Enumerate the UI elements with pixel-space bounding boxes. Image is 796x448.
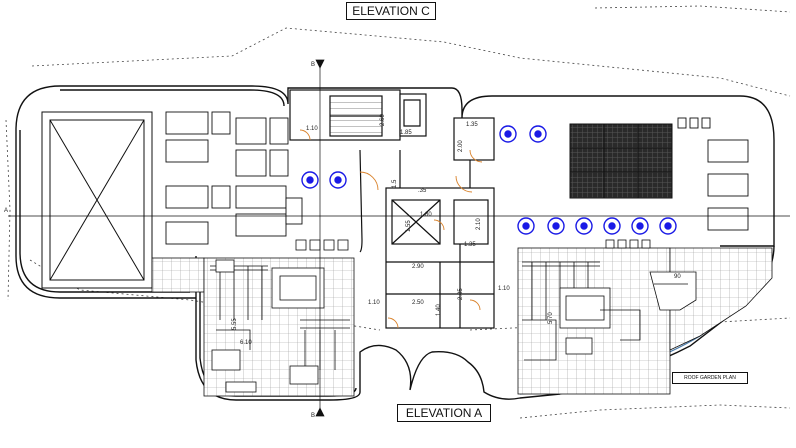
fixture-blue	[329, 171, 347, 189]
dimension-label: 1.40	[436, 304, 442, 316]
dimension-label: 1.10	[498, 286, 510, 292]
fixture-blue	[659, 217, 677, 235]
dimension-labels: 1.10 2.60 1.85 1.35 2.00 1.5 .35 1.80 1.…	[232, 114, 681, 346]
sun-loungers-right	[677, 117, 749, 231]
dining-area-right	[522, 239, 697, 361]
dimension-label: .35	[418, 188, 427, 194]
fixture-blue	[547, 217, 565, 235]
grated-deck	[569, 123, 673, 199]
fixture-blue-group	[301, 125, 677, 235]
dimension-label: 1.10	[368, 300, 380, 306]
dimension-label: 2.85	[458, 288, 464, 300]
dimension-label: 1.35	[466, 122, 478, 128]
dimension-label: 1.80	[420, 212, 432, 218]
plan-title-label: ROOF GARDEN PLAN	[672, 372, 748, 384]
dimension-label: 2.90	[412, 264, 424, 270]
elevation-c-label: ELEVATION C	[346, 2, 436, 20]
sun-loungers-left	[165, 111, 303, 245]
section-lines	[8, 59, 790, 417]
core-rooms	[289, 89, 495, 329]
door-swings	[299, 129, 483, 329]
fixture-blue	[631, 217, 649, 235]
section-marker-a-left: A	[4, 208, 8, 214]
dimension-label: 2.60	[380, 114, 386, 126]
fixture-blue	[529, 125, 547, 143]
fixture-blue	[301, 171, 319, 189]
dimension-label: 1.35	[464, 242, 476, 248]
dimension-label: 2.00	[458, 140, 464, 152]
dimension-label: 1.85	[400, 130, 412, 136]
fixture-blue	[499, 125, 517, 143]
section-marker-b-bottom: B	[311, 413, 315, 419]
fixture-blue	[603, 217, 621, 235]
dimension-label: 1.10	[306, 126, 318, 132]
dimension-label: 5.55	[232, 318, 238, 330]
pool	[41, 111, 153, 289]
section-marker-b-top: B	[311, 62, 315, 68]
dining-area-left	[210, 259, 350, 393]
dimension-label: 5.70	[548, 312, 554, 324]
dimension-label: 1.55	[406, 220, 412, 232]
elevation-a-label: ELEVATION A	[397, 404, 491, 422]
dimension-label: 90	[674, 274, 681, 280]
fixture-blue	[517, 217, 535, 235]
chair-row	[295, 239, 349, 251]
dimension-label: 1.5	[392, 179, 398, 188]
dimension-label: 6.10	[240, 340, 252, 346]
dimension-label: 2.10	[476, 218, 482, 230]
fixture-blue	[575, 217, 593, 235]
dimension-label: 2.50	[412, 300, 424, 306]
